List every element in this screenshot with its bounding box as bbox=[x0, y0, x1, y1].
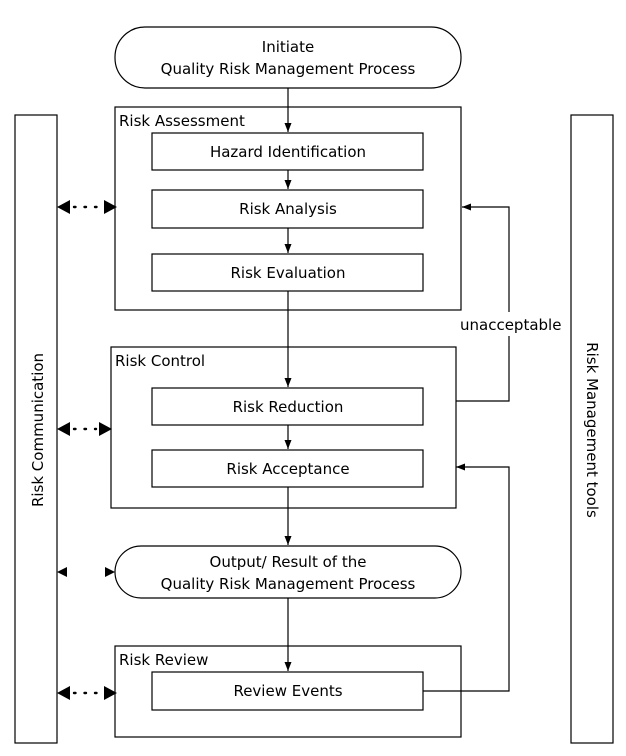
risk-acceptance-label: Risk Acceptance bbox=[226, 460, 349, 478]
risk-communication-bar bbox=[14, 114, 58, 744]
comm-arrow-right-control bbox=[99, 422, 112, 436]
start-line2: Quality Risk Management Process bbox=[161, 60, 416, 78]
comm-arrow-left-output bbox=[57, 567, 67, 577]
risk-management-tools-bar bbox=[570, 114, 614, 744]
output-line1: Output/ Result of the bbox=[210, 553, 367, 571]
risk-reduction-label: Risk Reduction bbox=[233, 398, 344, 416]
start-terminator bbox=[114, 26, 462, 89]
risk-evaluation-box bbox=[151, 253, 424, 292]
review-events-box bbox=[151, 671, 424, 711]
risk-communication-label: Risk Communication bbox=[29, 353, 47, 507]
comm-arrow-left-assessment bbox=[57, 200, 70, 214]
comm-arrow-right-output bbox=[105, 567, 115, 577]
risk-assessment-title: Risk Assessment bbox=[119, 112, 245, 130]
hazard-identification-box bbox=[151, 132, 424, 171]
risk-analysis-label: Risk Analysis bbox=[239, 200, 337, 218]
review-events-label: Review Events bbox=[233, 682, 342, 700]
risk-reduction-box bbox=[151, 387, 424, 426]
risk-evaluation-label: Risk Evaluation bbox=[230, 264, 345, 282]
unacceptable-label-bg bbox=[456, 312, 569, 336]
comm-arrow-right-assessment bbox=[104, 200, 117, 214]
output-line2: Quality Risk Management Process bbox=[161, 575, 416, 593]
comm-arrow-left-control bbox=[57, 422, 70, 436]
unacceptable-loop-arrow bbox=[456, 203, 510, 402]
comm-arrow-left-review bbox=[57, 686, 70, 700]
review-loop-arrow bbox=[423, 463, 510, 692]
start-line1: Initiate bbox=[262, 38, 314, 56]
risk-review-title: Risk Review bbox=[119, 651, 208, 669]
comm-arrow-right-review bbox=[104, 686, 117, 700]
unacceptable-label: unacceptable bbox=[460, 316, 561, 334]
hazard-identification-label: Hazard Identification bbox=[210, 143, 366, 161]
risk-management-tools-label: Risk Management tools bbox=[583, 342, 601, 518]
risk-control-title: Risk Control bbox=[115, 352, 205, 370]
